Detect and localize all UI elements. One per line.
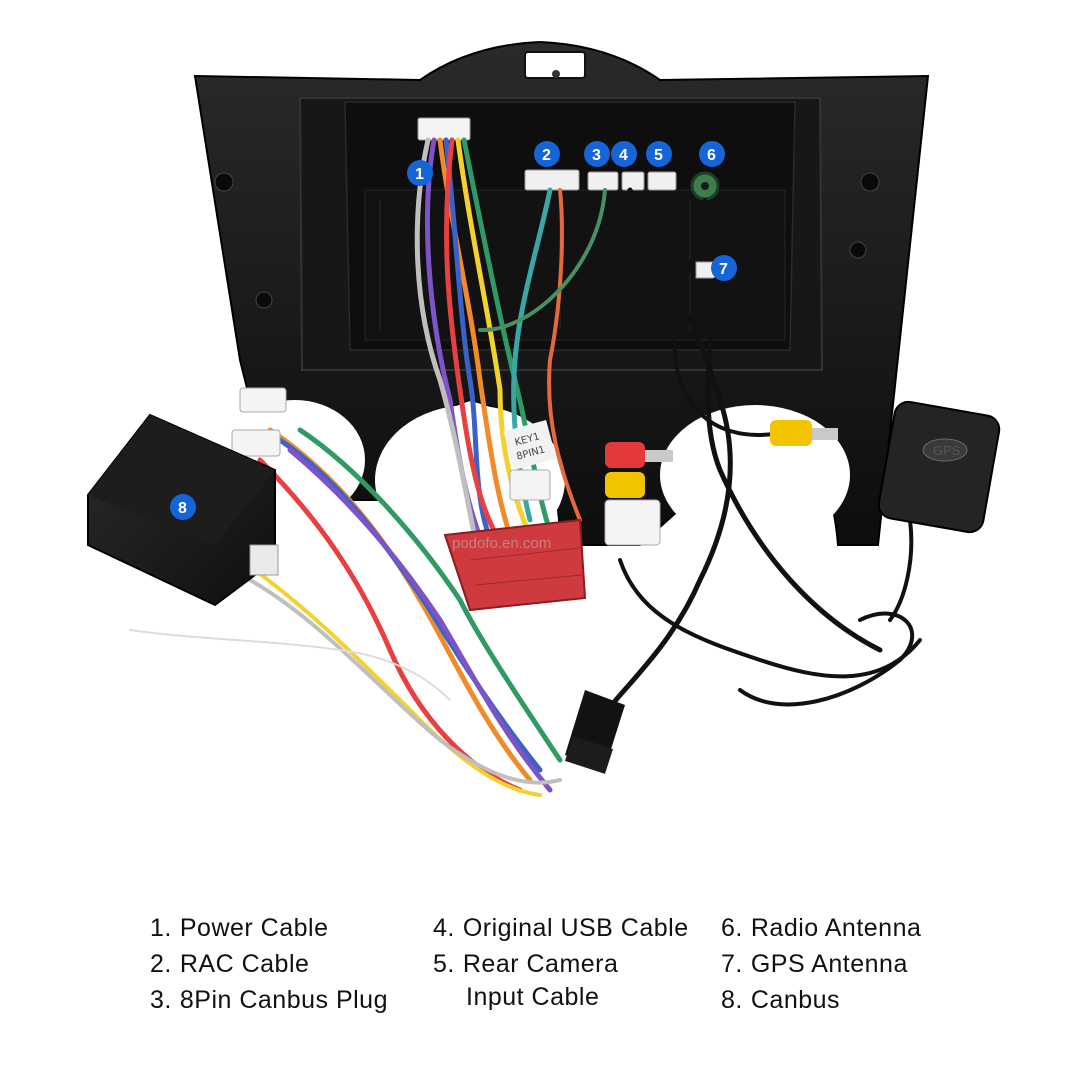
legend-number: 3. xyxy=(150,986,172,1014)
legend-item-canbus: 8.Canbus xyxy=(721,982,921,1018)
legend-label: Power Cable xyxy=(179,914,329,942)
legend-label: GPS Antenna xyxy=(750,950,908,978)
legend-item-radio-antenna: 6.Radio Antenna xyxy=(721,910,921,946)
legend-number: 4. xyxy=(433,914,455,942)
watermark: podofo.en.com xyxy=(452,535,551,552)
callout-label-5: 5 xyxy=(654,147,663,164)
harness-stickers: KEY1 8PIN1 xyxy=(503,419,557,471)
legend-label: Radio Antenna xyxy=(750,914,922,942)
callout-6: 6 xyxy=(699,141,725,167)
dash-frame xyxy=(193,40,930,555)
legend-item-usb-cable: 4.Original USB Cable xyxy=(433,910,689,946)
legend-label: 8Pin Canbus Plug xyxy=(179,986,388,1014)
callout-2: 2 xyxy=(534,141,560,167)
parts-legend: 1.Power Cable 2.RAC Cable 3.8Pin Canbus … xyxy=(0,910,1080,1040)
legend-number: 5. xyxy=(433,950,455,978)
callout-label-1: 1 xyxy=(415,166,424,183)
callout-5: 5 xyxy=(646,141,672,167)
oem-harness-plug xyxy=(443,518,587,612)
callout-label-6: 6 xyxy=(707,147,716,164)
callout-4: 4 xyxy=(611,141,637,167)
legend-number: 8. xyxy=(721,986,743,1014)
product-photo: KEY1 8PIN1 GPS podofo.en.com 1 2 3 4 5 xyxy=(87,40,1001,797)
legend-number: 7. xyxy=(721,950,743,978)
legend-label: RAC Cable xyxy=(179,950,310,978)
legend-number: 6. xyxy=(721,914,743,942)
legend-column-1: 1.Power Cable 2.RAC Cable 3.8Pin Canbus … xyxy=(150,910,388,1018)
rca-plugs xyxy=(605,420,838,498)
callout-label-2: 2 xyxy=(542,147,551,164)
gps-module: GPS xyxy=(877,400,1001,534)
callout-8: 8 xyxy=(170,494,196,520)
callout-label-3: 3 xyxy=(592,147,601,164)
legend-label-continued: Input Cable xyxy=(466,983,600,1011)
callout-3: 3 xyxy=(584,141,610,167)
callout-label-4: 4 xyxy=(619,147,628,164)
legend-column-3: 6.Radio Antenna 7.GPS Antenna 8.Canbus xyxy=(721,910,921,1018)
legend-item-rear-camera: 5.Rear Camera Input Cable xyxy=(433,946,689,1012)
head-unit-connectors xyxy=(417,117,720,279)
legend-item-gps-antenna: 7.GPS Antenna xyxy=(721,946,921,982)
gps-module-label: GPS xyxy=(933,443,961,458)
legend-label: Canbus xyxy=(750,986,841,1014)
legend-number: 1. xyxy=(150,914,172,942)
usb-plug xyxy=(565,690,625,774)
legend-item-rac-cable: 2.RAC Cable xyxy=(150,946,388,982)
wiring-harness xyxy=(129,137,922,797)
legend-item-canbus-plug: 3.8Pin Canbus Plug xyxy=(150,982,388,1018)
legend-column-2: 4.Original USB Cable 5.Rear Camera Input… xyxy=(433,910,689,1012)
callout-7: 7 xyxy=(711,255,737,281)
legend-label: Original USB Cable xyxy=(462,914,689,942)
callout-label-8: 8 xyxy=(178,500,187,517)
legend-item-power-cable: 1.Power Cable xyxy=(150,910,388,946)
callout-label-7: 7 xyxy=(719,261,728,278)
legend-number: 2. xyxy=(150,950,172,978)
legend-label: Rear Camera xyxy=(462,950,619,978)
callout-1: 1 xyxy=(407,160,433,186)
white-plugs xyxy=(231,387,661,546)
